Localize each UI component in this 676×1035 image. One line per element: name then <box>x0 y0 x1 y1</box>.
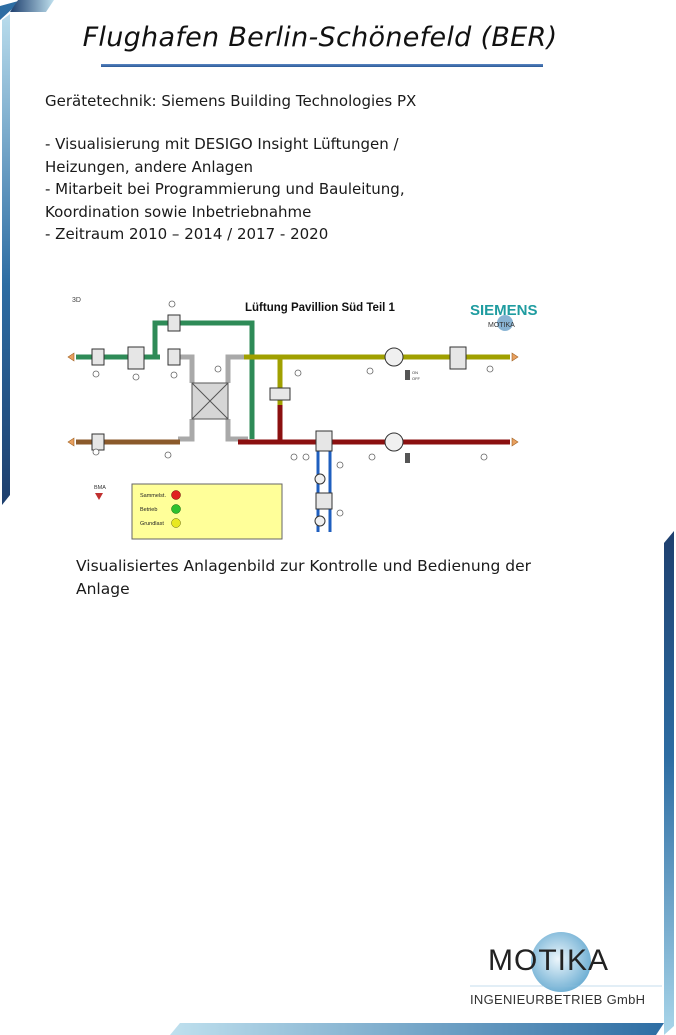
view-3d-label: 3D <box>72 297 81 304</box>
text-line: Gerätetechnik: Siemens Building Technolo… <box>45 92 417 110</box>
logo-subtitle: INGENIEURBETRIEB GmbH <box>470 992 646 1007</box>
text-line: - Zeitraum 2010 – 2014 / 2017 - 2020 <box>45 225 329 243</box>
left-frame-bar <box>2 14 10 505</box>
bma-icon <box>95 493 103 500</box>
fan-icons <box>314 347 404 527</box>
outdoor-duct-olive <box>232 354 510 415</box>
motika-mini-logo-icon <box>497 315 513 331</box>
bma-label: BMA <box>94 485 106 491</box>
text-line: Koordination sowie Inbetriebnahme <box>45 202 312 221</box>
status-run-lamp <box>171 504 181 514</box>
status-alarm-lamp <box>171 490 181 500</box>
motika-logo-graphic <box>470 932 662 992</box>
title-underline <box>101 64 543 67</box>
text-line: - Visualisierung mit DESIGO Insight Lüft… <box>45 135 399 153</box>
status-label: Sammelst. <box>140 493 166 499</box>
status-label: Betrieb <box>140 507 157 513</box>
top-frame-bar <box>10 0 54 12</box>
motika-logo: MOTIKA INGENIEURBETRIEB GmbH <box>466 928 666 1018</box>
right-frame-bar <box>664 531 674 1035</box>
text-line: Heizungen, andere Anlagen <box>45 157 254 176</box>
status-rows: Sammelst. Betrieb Grundlast <box>140 490 181 528</box>
activity-list: - Visualisierung mit DESIGO Insight Lüft… <box>45 133 465 246</box>
switch-on-label: ON <box>412 370 418 375</box>
switch-off-label: OFF <box>412 376 421 381</box>
motika-mini-label: MOTIKA <box>488 322 515 329</box>
siemens-logo: SIEMENS <box>470 302 538 319</box>
bottom-frame-bar <box>170 1023 664 1035</box>
sensor-icons <box>92 300 494 517</box>
status-label: Grundlast <box>140 521 164 527</box>
diagram-caption: Visualisiertes Anlagenbild zur Kontrolle… <box>76 557 532 598</box>
damper-icons <box>91 314 467 510</box>
text-line: - Mitarbeit bei Programmierung und Baule… <box>45 180 405 198</box>
diagram-title: Lüftung Pavillion Süd Teil 1 <box>245 302 396 314</box>
device-technology-line: Gerätetechnik: Siemens Building Technolo… <box>45 90 465 113</box>
status-panel <box>131 483 283 540</box>
exhaust-duct-red <box>238 405 510 445</box>
hvac-diagram: 3D Lüftung Pavillion Süd Teil 1 SIEMENS … <box>67 297 538 540</box>
flow-arrow-icons <box>67 352 519 447</box>
fan-switch-icon <box>405 370 410 380</box>
logo-name: MOTIKA <box>488 944 610 977</box>
supply-duct-green <box>76 320 255 439</box>
status-baseload-lamp <box>171 518 181 528</box>
page-title: Flughafen Berlin-Schönefeld (BER) <box>82 22 558 53</box>
fan-switch-icon <box>405 453 410 463</box>
